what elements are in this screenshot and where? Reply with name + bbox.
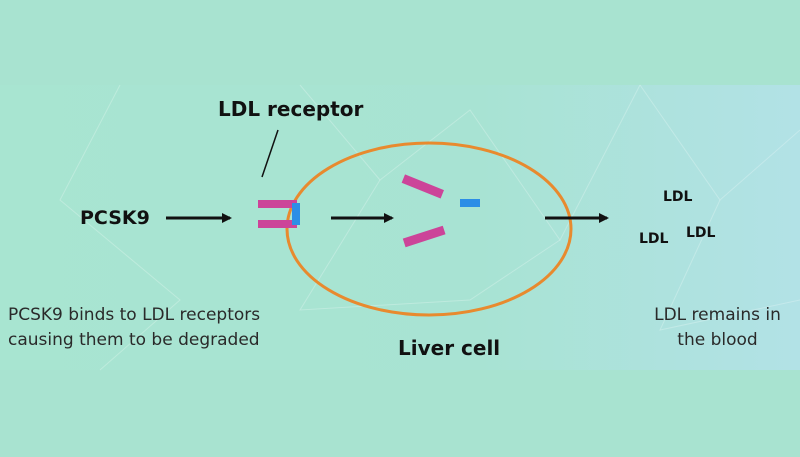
- receptor-pointer-line: [261, 129, 279, 178]
- right-caption-line-1: LDL remains in: [654, 305, 781, 325]
- pcsk9-degraded-fragment: [460, 199, 480, 207]
- diagram-panel: [0, 85, 800, 370]
- ldl-particle-2: LDL: [639, 231, 669, 247]
- pcsk9-bound-fragment: [292, 203, 300, 225]
- degraded-receptor-fragment-1: [401, 174, 444, 199]
- background-network: [59, 84, 800, 371]
- receptor-arm-top: [258, 200, 297, 208]
- left-caption: PCSK9 binds to LDL receptors causing the…: [8, 303, 260, 353]
- right-caption-line-2: the blood: [677, 330, 758, 350]
- ldl-particle-3: LDL: [686, 225, 716, 241]
- degraded-receptor-fragment-2: [402, 225, 446, 248]
- pcsk9-label: PCSK9: [80, 207, 150, 229]
- left-caption-line-2: causing them to be degraded: [8, 330, 260, 350]
- left-caption-line-1: PCSK9 binds to LDL receptors: [8, 305, 261, 325]
- liver-cell-label: Liver cell: [398, 336, 501, 360]
- receptor-arm-bottom: [258, 220, 297, 228]
- ldl-particle-1: LDL: [663, 189, 693, 205]
- right-caption: LDL remains in the blood: [640, 303, 795, 353]
- liver-cell-membrane: [285, 141, 573, 317]
- ldl-receptor-label: LDL receptor: [218, 97, 364, 121]
- receptor-complex: [258, 200, 300, 228]
